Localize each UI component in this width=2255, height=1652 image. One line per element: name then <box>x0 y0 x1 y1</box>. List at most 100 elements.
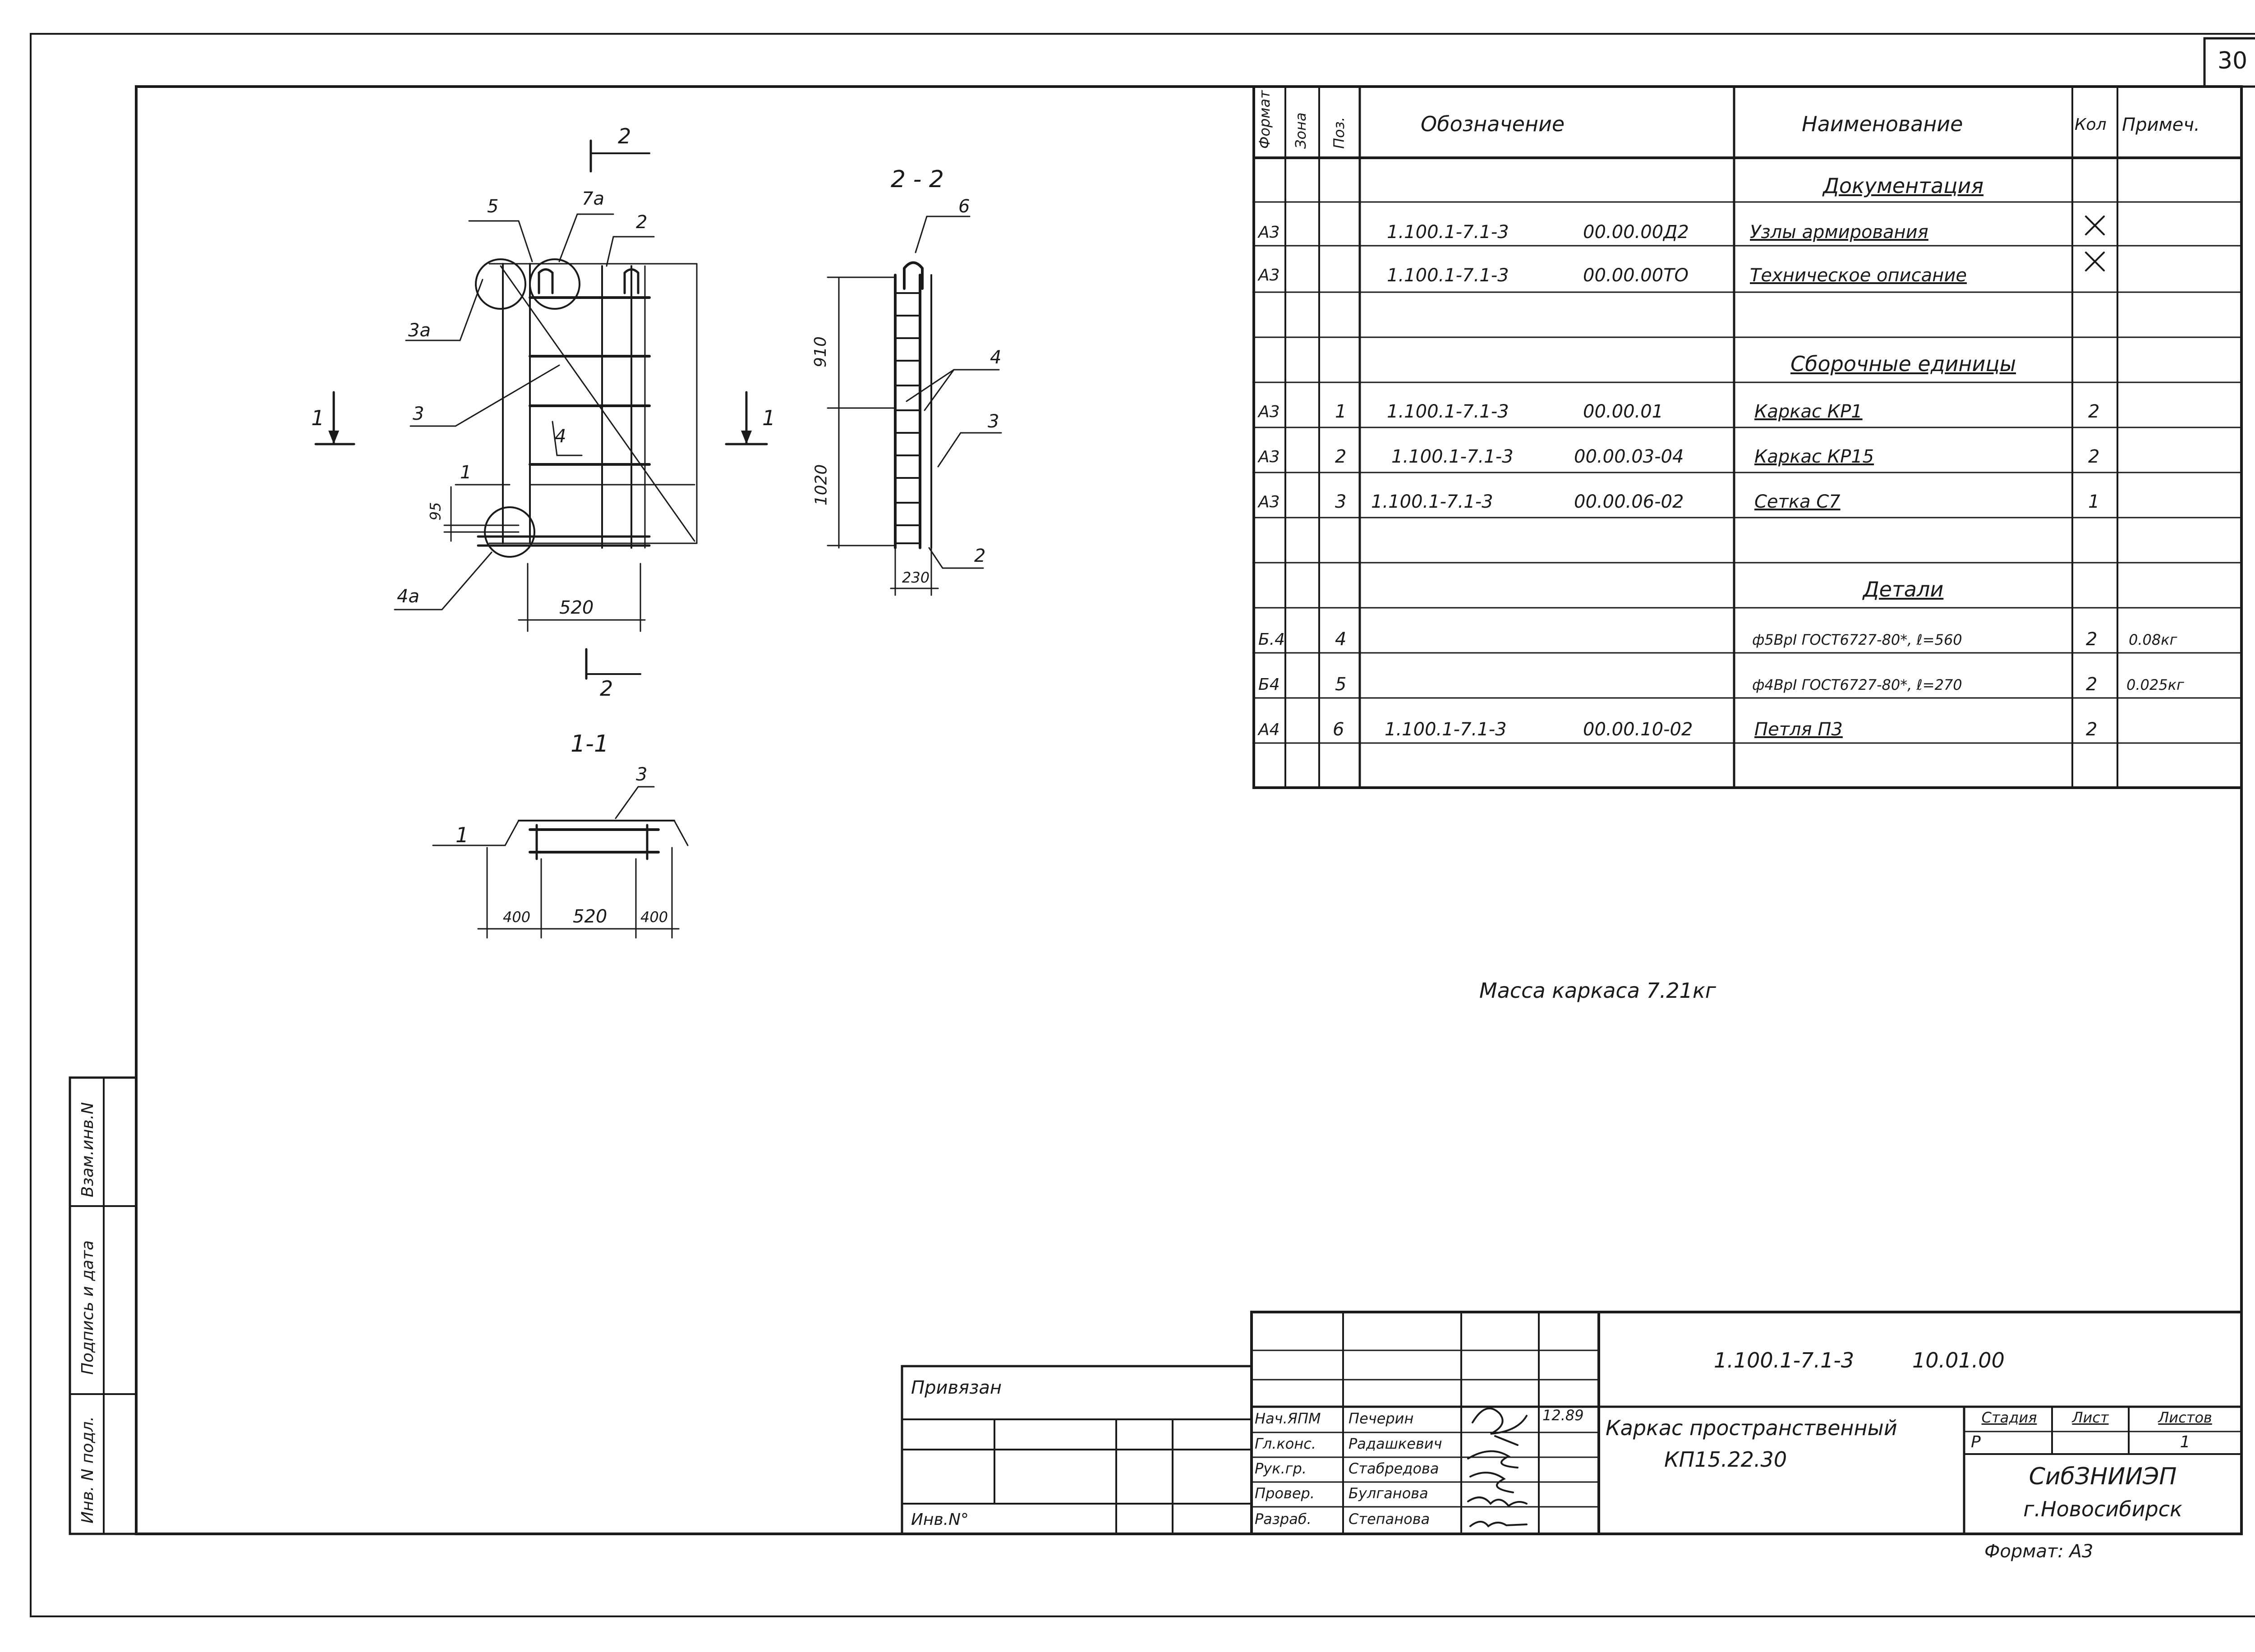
row-note: 0.025кг <box>2126 676 2184 693</box>
row-name: ф4ВрI ГОСТ6727-80*, ℓ=270 <box>1752 676 1962 693</box>
callout-1: 1 <box>460 462 472 483</box>
callout-4: 4 <box>555 426 566 447</box>
row-code: 1.100.1-7.1-3 <box>1387 222 1509 243</box>
strip-label-inventory: Инв. N подл. <box>78 1416 97 1524</box>
row-qty: 2 <box>2088 446 2100 467</box>
callout-2: 2 <box>636 212 648 233</box>
row-format: А3 <box>1258 266 1280 285</box>
callout-3-section: 3 <box>988 411 999 432</box>
org-name: СибЗНИИЭП <box>2029 1463 2177 1490</box>
section-details: Детали <box>1863 577 1944 601</box>
row-suffix: 00.00.01 <box>1583 401 1664 422</box>
header-pos: Поз. <box>1330 117 1348 149</box>
dim-230: 230 <box>902 569 930 586</box>
row-suffix: 00.00.03-04 <box>1574 446 1684 467</box>
dim-95: 95 <box>427 502 444 521</box>
callout-5: 5 <box>487 196 499 217</box>
row-qty: 2 <box>2086 629 2098 650</box>
tied-label: Привязан <box>911 1377 1002 1398</box>
role-name: Степанова <box>1348 1510 1430 1528</box>
header-zone: Зона <box>1292 112 1309 149</box>
callout-3: 3 <box>413 404 424 424</box>
row-format: А3 <box>1258 448 1280 466</box>
role-label: Разраб. <box>1255 1510 1312 1528</box>
signature-marks <box>1467 1407 1528 1528</box>
doc-suffix: 10.01.00 <box>1912 1348 2005 1372</box>
stage-value: Р <box>1971 1433 1981 1451</box>
section-mark-left: 1 <box>311 406 325 430</box>
row-code: 1.100.1-7.1-3 <box>1385 719 1507 740</box>
row-pos: 1 <box>1335 401 1347 422</box>
section-2-2-title: 2 - 2 <box>891 166 944 193</box>
row-name: Сетка С7 <box>1754 491 1841 512</box>
row-format: Б.4 <box>1258 630 1285 649</box>
row-suffix: 00.00.10-02 <box>1583 719 1693 740</box>
sheets-value: 1 <box>2180 1433 2191 1451</box>
role-label: Нач.ЯПМ <box>1255 1410 1321 1427</box>
dim-400-left: 400 <box>503 909 531 926</box>
doc-qty-mark: × <box>2075 247 2115 288</box>
org-city: г.Новосибирск <box>2023 1497 2182 1521</box>
row-pos: 3 <box>1335 491 1347 512</box>
doc-code: 1.100.1-7.1-3 <box>1714 1348 1855 1372</box>
row-name: ф5ВрI ГОСТ6727-80*, ℓ=560 <box>1752 631 1962 648</box>
section-documentation: Документация <box>1822 174 1984 198</box>
strip-label-signature: Подпись и дата <box>78 1240 97 1375</box>
row-name: Узлы армирования <box>1750 222 1928 243</box>
row-pos: 2 <box>1335 446 1347 467</box>
row-qty: 2 <box>2086 674 2098 695</box>
header-name: Наименование <box>1802 112 1963 136</box>
dim-520-section11: 520 <box>573 906 607 927</box>
row-qty: 1 <box>2088 491 2100 512</box>
dim-400-right: 400 <box>640 909 668 926</box>
section-mark-right: 1 <box>762 406 776 430</box>
callout-3a: 3а <box>408 320 431 341</box>
strip-label-replacement: Взам.инв.N <box>78 1102 97 1198</box>
row-name: Каркас КР1 <box>1754 401 1863 422</box>
dim-910: 910 <box>811 336 830 367</box>
row-code: 1.100.1-7.1-3 <box>1387 401 1509 422</box>
dim-520: 520 <box>559 597 594 618</box>
row-pos: 4 <box>1335 629 1347 650</box>
header-format: Формат <box>1256 90 1273 149</box>
row-code: 1.100.1-7.1-3 <box>1371 491 1493 512</box>
dim-1020: 1020 <box>812 464 831 506</box>
row-code: 1.100.1-7.1-3 <box>1387 265 1509 286</box>
callout-2-section: 2 <box>974 546 986 566</box>
stage-label: Стадия <box>1981 1409 2037 1426</box>
row-format: Б4 <box>1258 675 1280 694</box>
section-mark-top: 2 <box>618 124 631 148</box>
mass-note: Масса каркаса 7.21кг <box>1479 978 1716 1003</box>
doc-qty-mark: × <box>2075 203 2115 243</box>
header-note: Примеч. <box>2122 115 2200 135</box>
sheet-number: 30 <box>2217 47 2248 74</box>
role-label: Рук.гр. <box>1255 1460 1307 1477</box>
role-label: Провер. <box>1255 1485 1315 1502</box>
row-suffix: 00.00.06-02 <box>1574 491 1684 512</box>
header-qty: Кол <box>2075 115 2107 134</box>
row-qty: 2 <box>2086 719 2098 740</box>
product-code: КП15.22.30 <box>1664 1447 1787 1472</box>
callout-4-section: 4 <box>990 347 1002 368</box>
product-title: Каркас пространственный <box>1606 1416 1897 1440</box>
row-name: Петля П3 <box>1754 719 1843 740</box>
row-suffix: 00.00.00ТО <box>1583 265 1689 286</box>
role-name: Булганова <box>1348 1485 1428 1502</box>
role-name: Радашкевич <box>1348 1435 1442 1452</box>
callout-4a: 4а <box>397 586 419 607</box>
row-format: А3 <box>1258 403 1280 421</box>
callout-6: 6 <box>958 196 970 217</box>
row-note: 0.08кг <box>2129 631 2177 648</box>
row-qty: 2 <box>2088 401 2100 422</box>
role-name: Стабредова <box>1348 1460 1439 1477</box>
callout-7a: 7а <box>582 188 604 209</box>
row-format: А3 <box>1258 493 1280 511</box>
row-pos: 5 <box>1335 674 1347 695</box>
row-name: Каркас КР15 <box>1754 446 1874 467</box>
section-1-1-title: 1-1 <box>571 730 609 757</box>
inventory-label: Инв.N° <box>911 1510 969 1529</box>
row-suffix: 00.00.00Д2 <box>1583 222 1689 243</box>
role-name: Печерин <box>1348 1410 1414 1427</box>
section-mark-bottom: 2 <box>600 676 613 701</box>
